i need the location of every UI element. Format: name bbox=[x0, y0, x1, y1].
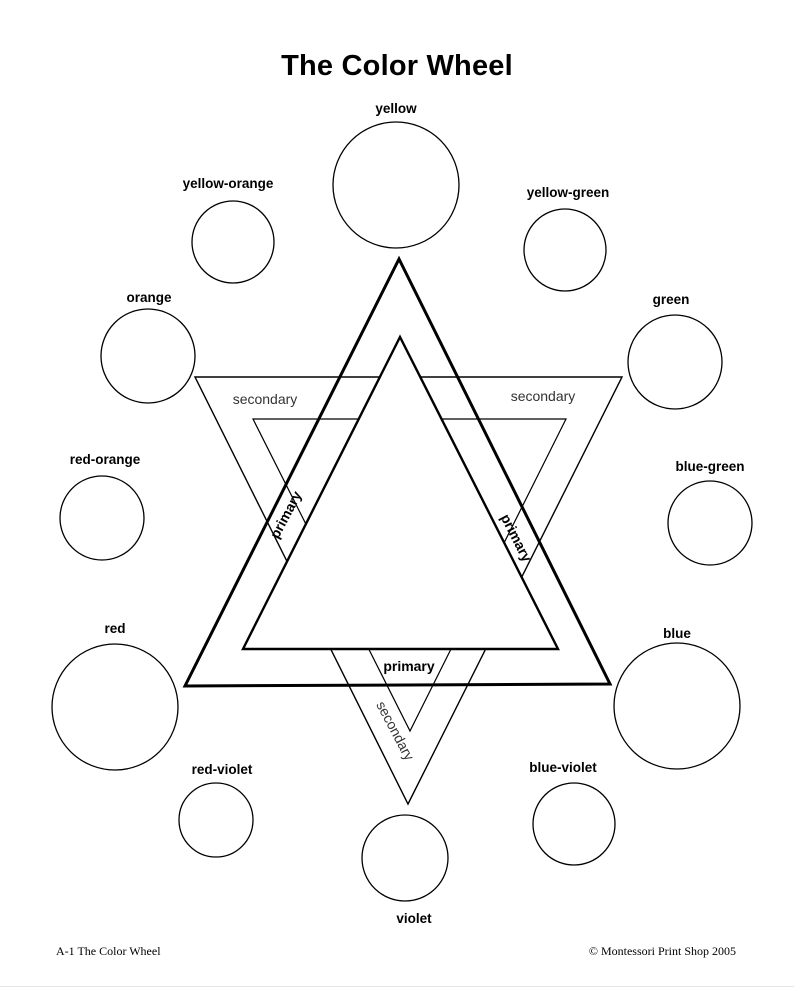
label-blue: blue bbox=[663, 626, 691, 641]
circle-green[interactable] bbox=[627, 314, 723, 410]
label-violet: violet bbox=[396, 911, 432, 926]
circle-red-orange[interactable] bbox=[59, 475, 145, 561]
primary-triangle-inner bbox=[241, 334, 560, 651]
circle-violet[interactable] bbox=[361, 814, 449, 902]
circle-red[interactable] bbox=[51, 643, 179, 771]
page-title: The Color Wheel bbox=[281, 50, 513, 82]
secondary-label-bottom: secondary bbox=[373, 698, 417, 763]
circle-yellow-green[interactable] bbox=[523, 208, 607, 292]
secondary-label-right: secondary bbox=[511, 388, 576, 404]
label-red-violet: red-violet bbox=[192, 762, 253, 777]
label-blue-green: blue-green bbox=[675, 459, 744, 474]
label-yellow: yellow bbox=[375, 101, 417, 116]
primary-label-bottom: primary bbox=[383, 658, 435, 674]
footer-page-id: A-1 The Color Wheel bbox=[56, 944, 161, 958]
circle-red-violet[interactable] bbox=[178, 782, 254, 858]
circle-yellow[interactable] bbox=[332, 121, 460, 249]
primary-triangle-outer bbox=[182, 255, 613, 688]
label-yellow-orange: yellow-orange bbox=[183, 176, 274, 191]
circle-orange[interactable] bbox=[100, 308, 196, 404]
label-red: red bbox=[104, 621, 125, 636]
page-bottom-divider bbox=[0, 986, 794, 987]
footer-copyright: © Montessori Print Shop 2005 bbox=[588, 944, 736, 958]
circle-yellow-orange[interactable] bbox=[191, 200, 275, 284]
label-orange: orange bbox=[126, 290, 172, 305]
label-yellow-green: yellow-green bbox=[527, 185, 610, 200]
circle-blue-green[interactable] bbox=[667, 480, 753, 566]
label-red-orange: red-orange bbox=[70, 452, 141, 467]
label-blue-violet: blue-violet bbox=[529, 760, 597, 775]
circle-blue-violet[interactable] bbox=[532, 782, 616, 866]
primary-triangle bbox=[182, 255, 613, 688]
secondary-label-left: secondary bbox=[233, 391, 298, 407]
circle-blue[interactable] bbox=[613, 642, 741, 770]
label-green: green bbox=[653, 292, 690, 307]
